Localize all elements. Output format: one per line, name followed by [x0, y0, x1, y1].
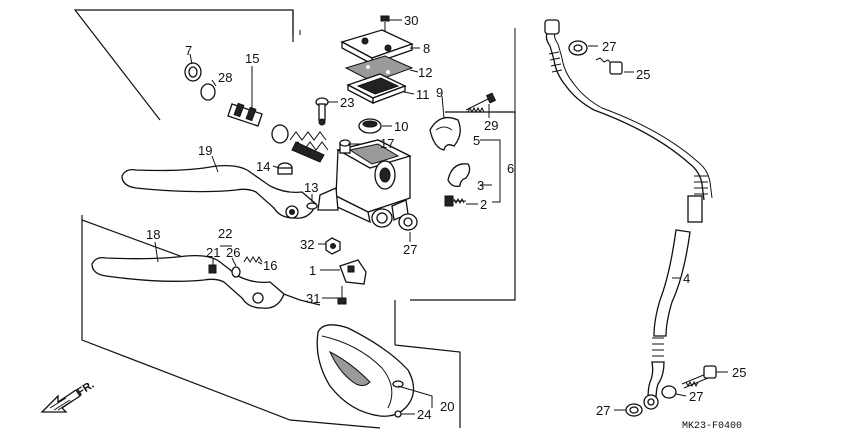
callout-22: 22: [218, 226, 232, 241]
bleeder-23: [315, 97, 329, 126]
callout-18: 18: [146, 227, 160, 242]
callout-3: 3: [477, 178, 484, 193]
adjuster-set-22: [208, 256, 263, 278]
reservoir-cover-group: [340, 15, 414, 105]
holder-9: [429, 116, 461, 151]
callout-19: 19: [198, 143, 212, 158]
brake-hose-4: [544, 19, 713, 410]
callout-27-top: 27: [602, 39, 616, 54]
callout-2: 2: [480, 197, 487, 212]
callout-15: 15: [245, 51, 259, 66]
callout-1: 1: [309, 263, 316, 278]
seal-10: [358, 118, 382, 134]
callout-25-bottom: 25: [732, 365, 746, 380]
callout-12: 12: [418, 65, 432, 80]
callout-27-lower-left: 27: [596, 403, 610, 418]
pivot-bolt-13: [306, 202, 318, 210]
lever-cover-20: [316, 324, 415, 417]
master-cylinder-body: [317, 139, 412, 228]
callout-9: 9: [436, 85, 443, 100]
washer-27-lower-right: [661, 385, 677, 399]
callout-31: 31: [306, 291, 320, 306]
circlip-28: [200, 83, 216, 101]
pivot-nut-14: [277, 162, 293, 175]
callout-32: 32: [300, 237, 314, 252]
callout-30: 30: [404, 13, 418, 28]
front-direction-arrow: FR.: [40, 379, 97, 413]
washer-27-top: [568, 40, 588, 56]
callout-6: 6: [507, 161, 514, 176]
callout-7: 7: [185, 43, 192, 58]
brake-lever-19: [121, 164, 317, 219]
bolt-25-top: [595, 57, 623, 75]
callouts: 30 8 12 11 7 15 28 23 10 9 29 17 5 6 3 2…: [146, 13, 746, 422]
piston-set: [184, 62, 382, 163]
callout-23: 23: [340, 95, 354, 110]
nut-32: [325, 237, 341, 255]
washer-27-lower-left: [625, 403, 643, 417]
holder-3: [447, 163, 471, 188]
leader-lines: [154, 19, 728, 415]
callout-11: 11: [416, 87, 430, 102]
callout-13: 13: [304, 180, 318, 195]
switch-1: [339, 259, 367, 285]
catalog-code: MK23-F0400: [682, 421, 742, 432]
callout-20: 20: [440, 399, 454, 414]
callout-4: 4: [683, 271, 690, 286]
screw-31: [337, 286, 347, 305]
callout-5: 5: [473, 133, 480, 148]
callout-10: 10: [394, 119, 408, 134]
callout-27-mid: 27: [403, 242, 417, 257]
callout-21: 21: [206, 245, 220, 260]
mirror-holder: [429, 92, 497, 207]
brake-lever-18: [91, 254, 285, 309]
bolt-25-bottom: [681, 365, 717, 389]
diaphragm-11: [346, 73, 407, 105]
screw-2: [444, 195, 466, 207]
diaphragm-plate-12: [344, 55, 414, 83]
washer-27-mid: [398, 213, 418, 231]
boot-7: [184, 62, 202, 82]
callout-17: 17: [380, 136, 394, 151]
bolt-29: [465, 92, 497, 114]
callout-26: 26: [226, 245, 240, 260]
callout-24: 24: [417, 407, 431, 422]
callout-28: 28: [218, 70, 232, 85]
callout-8: 8: [423, 41, 430, 56]
callout-14: 14: [256, 159, 270, 174]
callout-29: 29: [484, 118, 498, 133]
callout-16: 16: [263, 258, 277, 273]
callout-27-lower-right: 27: [689, 389, 703, 404]
frame-lines: [73, 9, 516, 429]
callout-25-top: 25: [636, 67, 650, 82]
piston-15: [227, 102, 329, 163]
screw-24: [394, 410, 402, 418]
